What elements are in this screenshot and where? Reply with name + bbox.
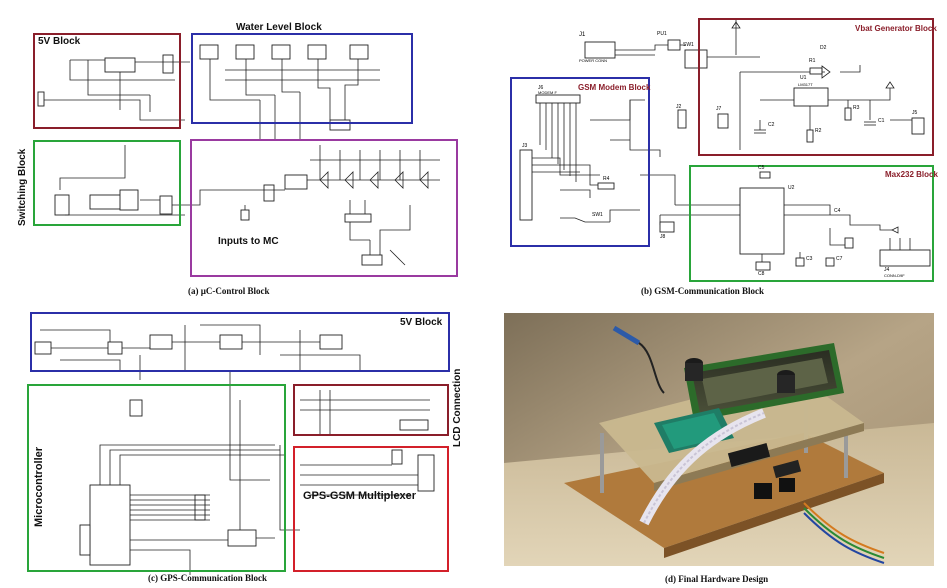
panel-c-gps-communication: 5V Block Microcontroller LCD Connection … <box>0 300 470 588</box>
panel-b-gsm-communication: GSM Modem Block Vbat Generator Block Max… <box>500 0 947 300</box>
part-c8: C8 <box>758 271 765 277</box>
part-sw1-top: SW1 <box>683 42 694 48</box>
gps-communication-schematic <box>34 324 435 575</box>
caption-c: (c) GPS-Communication Block <box>148 573 267 583</box>
inputs-to-mc-label: Inputs to MC <box>218 236 279 247</box>
part-pu1: PU1 <box>657 31 667 37</box>
part-c4: C4 <box>834 208 841 214</box>
uc-control-frame <box>190 139 458 277</box>
part-sw1-bot: SW1 <box>592 212 603 218</box>
five-v-block-frame <box>33 33 181 129</box>
part-c1: C1 <box>878 118 885 124</box>
caption-b: (b) GSM-Communication Block <box>641 286 765 296</box>
uc-control-schematic <box>37 44 440 266</box>
part-j1-sub: POWER CONN <box>579 58 607 63</box>
part-j3: J3 <box>522 143 528 149</box>
gps-five-v-block-frame <box>30 312 450 372</box>
part-j5: J5 <box>912 110 918 116</box>
part-j6: J6 <box>538 85 544 91</box>
water-level-block-frame <box>191 33 413 124</box>
part-j8: J8 <box>660 234 666 240</box>
gps-five-v-block-label: 5V Block <box>400 317 443 328</box>
part-u1: U1 <box>800 75 807 81</box>
caption-a: (a) µC-Control Block <box>188 286 270 296</box>
vbat-generator-block-label: Vbat Generator Block <box>855 24 937 33</box>
part-j6-sub: MODEM F <box>538 90 557 95</box>
max232-block-label: Max232 Block <box>885 170 938 179</box>
gps-gsm-multiplexer-label: GPS-GSM Multiplexer <box>303 490 417 502</box>
final-hardware-photo <box>504 313 934 566</box>
vbat-generator-block-frame <box>698 18 934 156</box>
part-c5: C5 <box>758 165 765 171</box>
hardware-photo-illustration <box>504 313 934 566</box>
lcd-connection-frame <box>293 384 449 436</box>
max232-block-frame <box>689 165 934 282</box>
part-r1: R1 <box>809 58 816 64</box>
microcontroller-block-frame <box>27 384 286 572</box>
gps-gsm-multiplexer-frame <box>293 446 449 572</box>
gsm-modem-block-frame <box>510 77 650 247</box>
switching-block-label: Switching Block <box>17 148 28 226</box>
water-level-block-label: Water Level Block <box>236 22 322 33</box>
part-d2: D2 <box>820 45 827 51</box>
part-j1: J1 <box>579 32 586 38</box>
part-u2: U2 <box>788 185 795 191</box>
part-r4: R4 <box>603 176 610 182</box>
caption-d: (d) Final Hardware Design <box>665 574 769 584</box>
panel-a-uc-control: 5V Block Water Level Block Switching Blo… <box>0 0 470 300</box>
part-j7: J7 <box>716 106 722 112</box>
part-c7: C7 <box>836 256 843 262</box>
lcd-connection-label: LCD Connection <box>452 368 463 447</box>
part-j2: J2 <box>676 104 682 110</box>
five-v-block-label: 5V Block <box>38 36 81 47</box>
gsm-modem-block-label: GSM Modem Block <box>578 83 651 92</box>
part-j4: J4 <box>884 267 890 273</box>
part-c2: C2 <box>768 122 775 128</box>
part-j4-sub: CONN-D9F <box>884 273 905 278</box>
part-u1-sub: LM317T <box>798 82 813 87</box>
microcontroller-label: Microcontroller <box>33 446 45 527</box>
switching-block-frame <box>33 140 181 226</box>
part-c3: C3 <box>806 256 813 262</box>
part-r2: R2 <box>815 128 822 134</box>
part-r3: R3 <box>853 105 860 111</box>
